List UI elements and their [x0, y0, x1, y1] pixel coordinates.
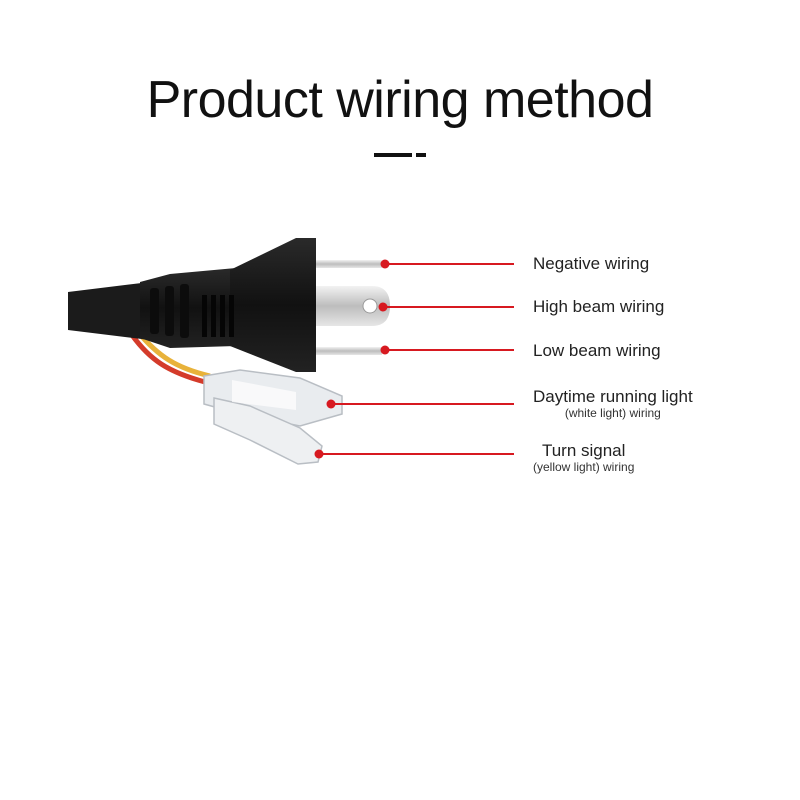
page-title: Product wiring method	[146, 71, 654, 129]
underline-long-dash	[374, 153, 412, 157]
high-beam-pin	[316, 286, 390, 326]
black-cable	[68, 282, 150, 340]
red-wire	[129, 333, 206, 385]
callout-turn-signal: Turn signal (yellow light) wiring	[533, 441, 635, 474]
plug-body	[140, 238, 316, 372]
callout-negative: Negative wiring	[533, 254, 650, 274]
plug-pins	[316, 260, 390, 355]
callout-main-text: Negative wiring	[533, 254, 650, 273]
callout-main-text: Turn signal	[541, 441, 626, 460]
underline-short-dash	[416, 153, 426, 157]
leader-dot-low-beam	[380, 345, 390, 355]
title-underline	[374, 153, 428, 157]
leader-lines	[314, 259, 514, 459]
callout-high-beam: High beam wiring	[533, 297, 665, 317]
turn-signal-connector	[213, 397, 323, 465]
callout-low-beam: Low beam wiring	[533, 341, 661, 361]
low-beam-pin	[316, 347, 382, 355]
leader-dot-turn-signal	[314, 449, 324, 459]
leader-dot-drl	[326, 399, 336, 409]
callout-main-text: High beam wiring	[533, 297, 665, 316]
callout-drl: Daytime running light (white light) wiri…	[533, 387, 693, 420]
callout-sub-text: (white light) wiring	[564, 405, 661, 420]
leader-dot-negative	[380, 259, 390, 269]
callout-main-text: Daytime running light	[533, 387, 693, 406]
callout-sub-text: (yellow light) wiring	[533, 459, 635, 474]
callout-main-text: Low beam wiring	[533, 341, 661, 360]
leader-dot-high-beam	[378, 302, 388, 312]
blade-connectors	[203, 369, 343, 465]
negative-pin	[316, 260, 382, 268]
